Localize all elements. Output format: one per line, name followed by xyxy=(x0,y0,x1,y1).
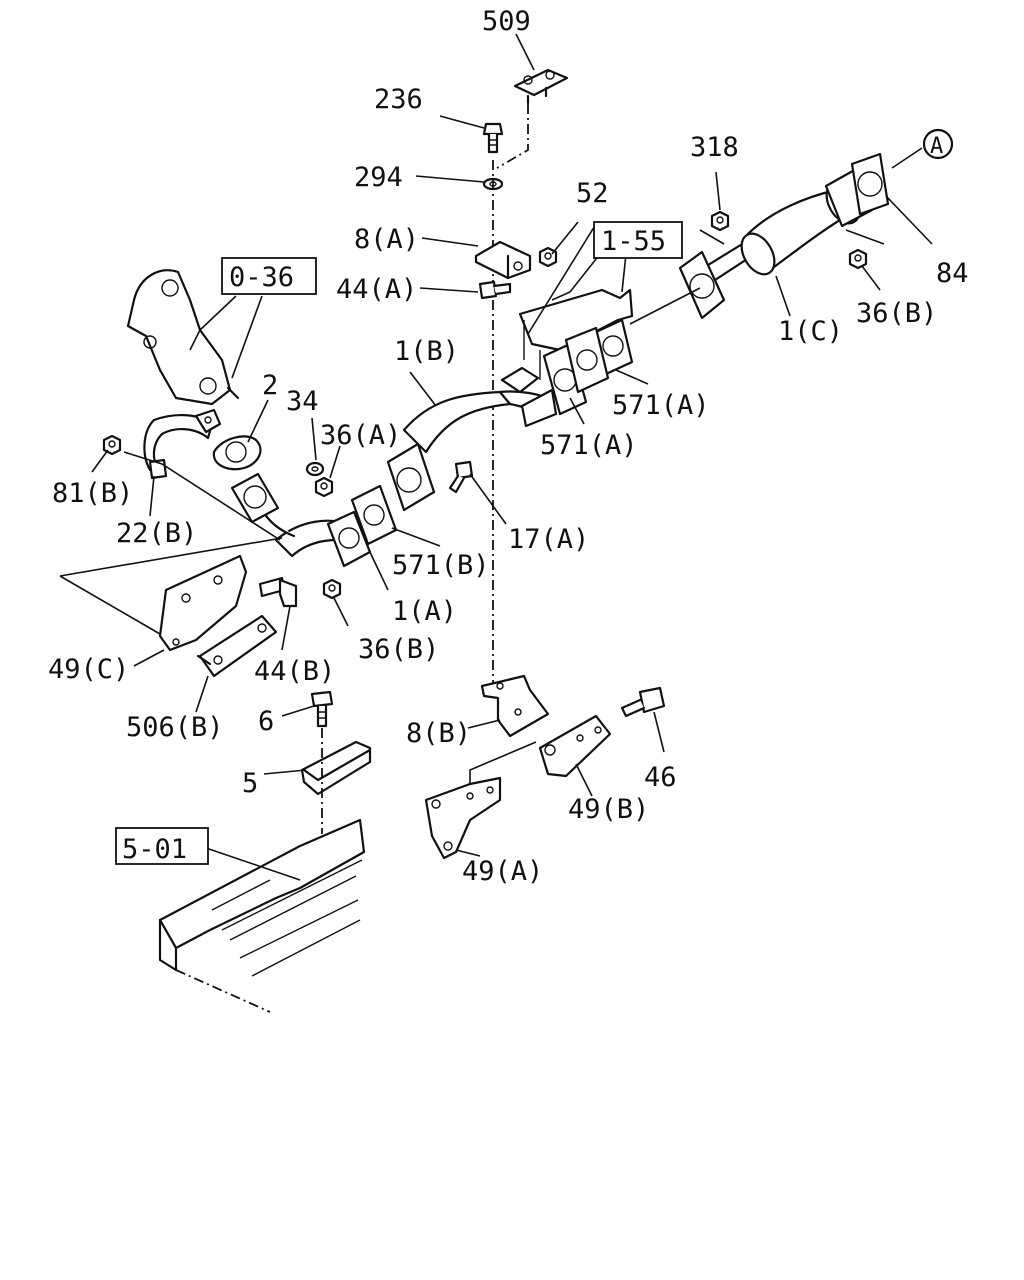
label-8a: 8(A) xyxy=(354,224,419,255)
front-pipe-1b xyxy=(386,366,558,512)
nut-81b xyxy=(102,434,122,456)
label-36a: 36(A) xyxy=(320,420,401,451)
label-2: 2 xyxy=(262,370,278,401)
bolt-46 xyxy=(620,686,666,718)
label-46: 46 xyxy=(644,762,677,793)
label-44a: 44(A) xyxy=(336,274,417,305)
washer-34 xyxy=(305,461,325,477)
label-571a-lower: 571(A) xyxy=(540,430,638,461)
label-506b: 506(B) xyxy=(126,712,224,743)
label-44b: 44(B) xyxy=(254,656,335,687)
label-5-01: 5-01 xyxy=(122,834,187,865)
label-1a: 1(A) xyxy=(392,596,457,627)
label-571b: 571(B) xyxy=(392,550,490,581)
bracket-8a xyxy=(474,240,532,280)
nut-318 xyxy=(710,210,730,232)
bolt-6 xyxy=(310,690,334,728)
label-1c: 1(C) xyxy=(778,316,843,347)
flange-set xyxy=(564,326,610,394)
nut-36a xyxy=(314,476,334,498)
label-36b-mid: 36(B) xyxy=(358,634,439,665)
label-49a: 49(A) xyxy=(462,856,543,887)
bracket-49c xyxy=(158,554,248,652)
label-17a: 17(A) xyxy=(508,524,589,555)
label-0-36: 0-36 xyxy=(229,262,294,293)
bracket-8b xyxy=(480,674,550,738)
label-22b: 22(B) xyxy=(116,518,197,549)
label-318: 318 xyxy=(690,132,739,163)
label-84: 84 xyxy=(936,258,969,289)
mount-5 xyxy=(300,740,372,796)
label-49b: 49(B) xyxy=(568,794,649,825)
exhaust-manifold-0-36 xyxy=(126,269,240,406)
bolt-17a xyxy=(448,460,474,494)
label-1-55: 1-55 xyxy=(601,226,666,257)
label-236: 236 xyxy=(374,84,423,115)
bolt-236 xyxy=(482,122,504,154)
label-294: 294 xyxy=(354,162,403,193)
bracket-49a xyxy=(424,776,502,860)
bolt-44a xyxy=(478,280,512,300)
nut-36b-mid xyxy=(322,578,342,600)
assembly-line-509 xyxy=(496,104,529,169)
callout-wedge xyxy=(59,537,283,635)
bracket-318-line xyxy=(699,229,725,245)
label-1b: 1(B) xyxy=(394,336,459,367)
ref-box-1-55 xyxy=(593,221,683,259)
bracket-49b xyxy=(538,714,612,778)
nut-52 xyxy=(538,246,558,268)
front-pipe-1a xyxy=(230,472,372,568)
ref-box-0-36 xyxy=(221,257,317,295)
label-52: 52 xyxy=(576,178,609,209)
label-49c: 49(C) xyxy=(48,654,129,685)
bracket-36b-line xyxy=(845,229,885,245)
label-36b-top: 36(B) xyxy=(856,298,937,329)
link-49a-49b xyxy=(469,741,537,784)
label-8b: 8(B) xyxy=(406,718,471,749)
muffler-1-55 xyxy=(518,288,634,380)
catalytic-converter-1c xyxy=(678,166,874,320)
frame-5-01 xyxy=(158,818,366,1013)
gasket-2 xyxy=(212,435,262,471)
label-a-circle: A xyxy=(930,134,943,159)
nut-36b-top xyxy=(848,248,868,270)
circle-a-marker xyxy=(922,128,954,160)
leader-lines xyxy=(91,33,933,881)
gasket-84 xyxy=(850,152,890,216)
plate-506b xyxy=(196,614,278,678)
label-571a-right: 571(A) xyxy=(612,390,710,421)
label-81b: 81(B) xyxy=(52,478,133,509)
bolt-44b xyxy=(258,576,298,608)
ref-box-5-01 xyxy=(115,827,209,865)
clamp-22b xyxy=(143,408,222,480)
label-6: 6 xyxy=(258,706,274,737)
label-34: 34 xyxy=(286,386,319,417)
hanger-bracket-509 xyxy=(513,68,569,105)
label-509: 509 xyxy=(482,6,531,37)
label-5: 5 xyxy=(242,768,258,799)
